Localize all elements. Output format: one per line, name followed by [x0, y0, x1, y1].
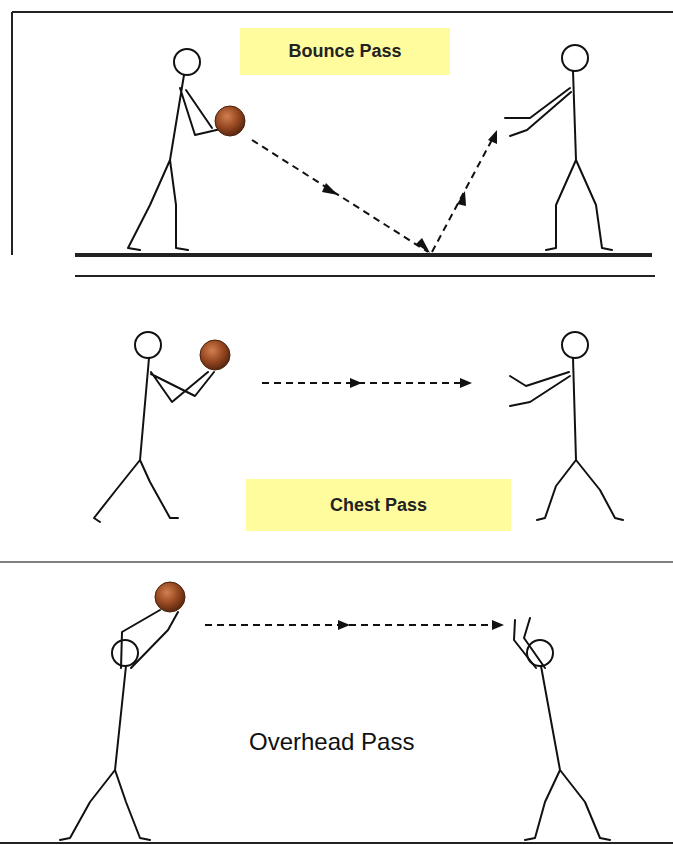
title-box: Chest Pass — [246, 479, 511, 531]
pass-name: Chest Pass — [330, 495, 427, 516]
stick-figures — [60, 45, 623, 840]
arrow-heads — [322, 130, 504, 630]
pass-paths — [205, 136, 500, 625]
pass-name: Bounce Pass — [288, 41, 401, 62]
title-box: Bounce Pass — [240, 28, 450, 75]
pass-name-label: Overhead Pass — [249, 728, 414, 756]
basketballs — [155, 106, 245, 612]
panel-frames — [0, 12, 673, 843]
